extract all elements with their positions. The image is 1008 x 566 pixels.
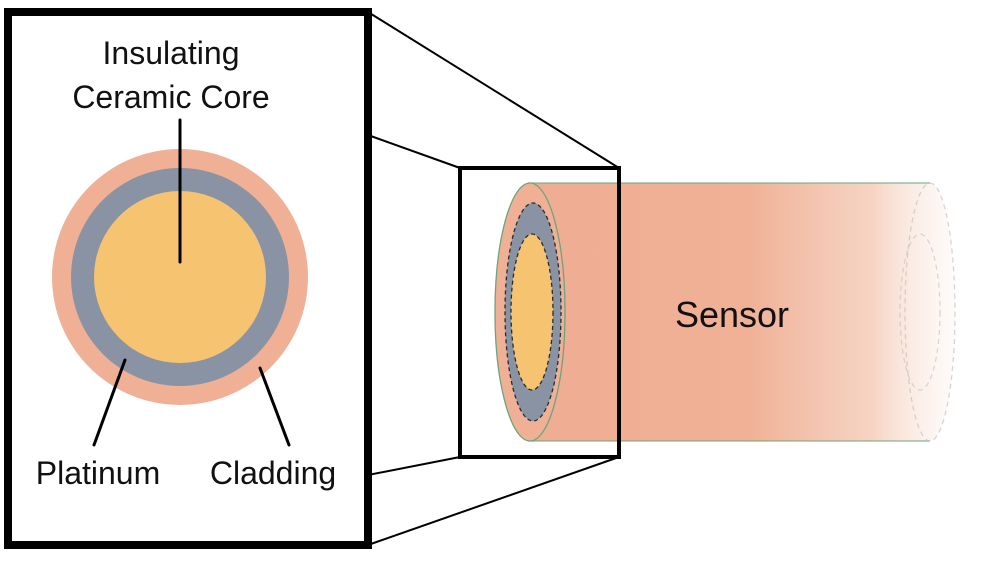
projection-line-upper xyxy=(367,134,461,169)
sensor-tube xyxy=(494,182,956,442)
tube-far-end-inner xyxy=(899,233,941,391)
zoom-focus-box xyxy=(458,166,621,459)
sensor-label: Sensor xyxy=(675,294,789,335)
core-label-line1: Insulating xyxy=(103,35,240,71)
front-core xyxy=(510,233,554,391)
cross-section xyxy=(52,149,308,405)
leader-lines xyxy=(92,118,291,447)
platinum-label: Platinum xyxy=(36,455,161,491)
projection-line-top xyxy=(367,11,620,169)
cladding-label: Cladding xyxy=(210,455,336,491)
tube-far-end-outer xyxy=(904,182,956,442)
projection-line-bottom xyxy=(367,456,620,546)
ceramic-core-layer xyxy=(94,191,266,363)
zoom-projection-lines xyxy=(367,11,620,546)
leader-line-platinum xyxy=(92,358,127,447)
tube-body xyxy=(495,183,955,441)
leader-line-cladding xyxy=(258,366,291,447)
projection-line-lower xyxy=(367,456,461,476)
core-label-line2: Ceramic Core xyxy=(72,79,269,115)
